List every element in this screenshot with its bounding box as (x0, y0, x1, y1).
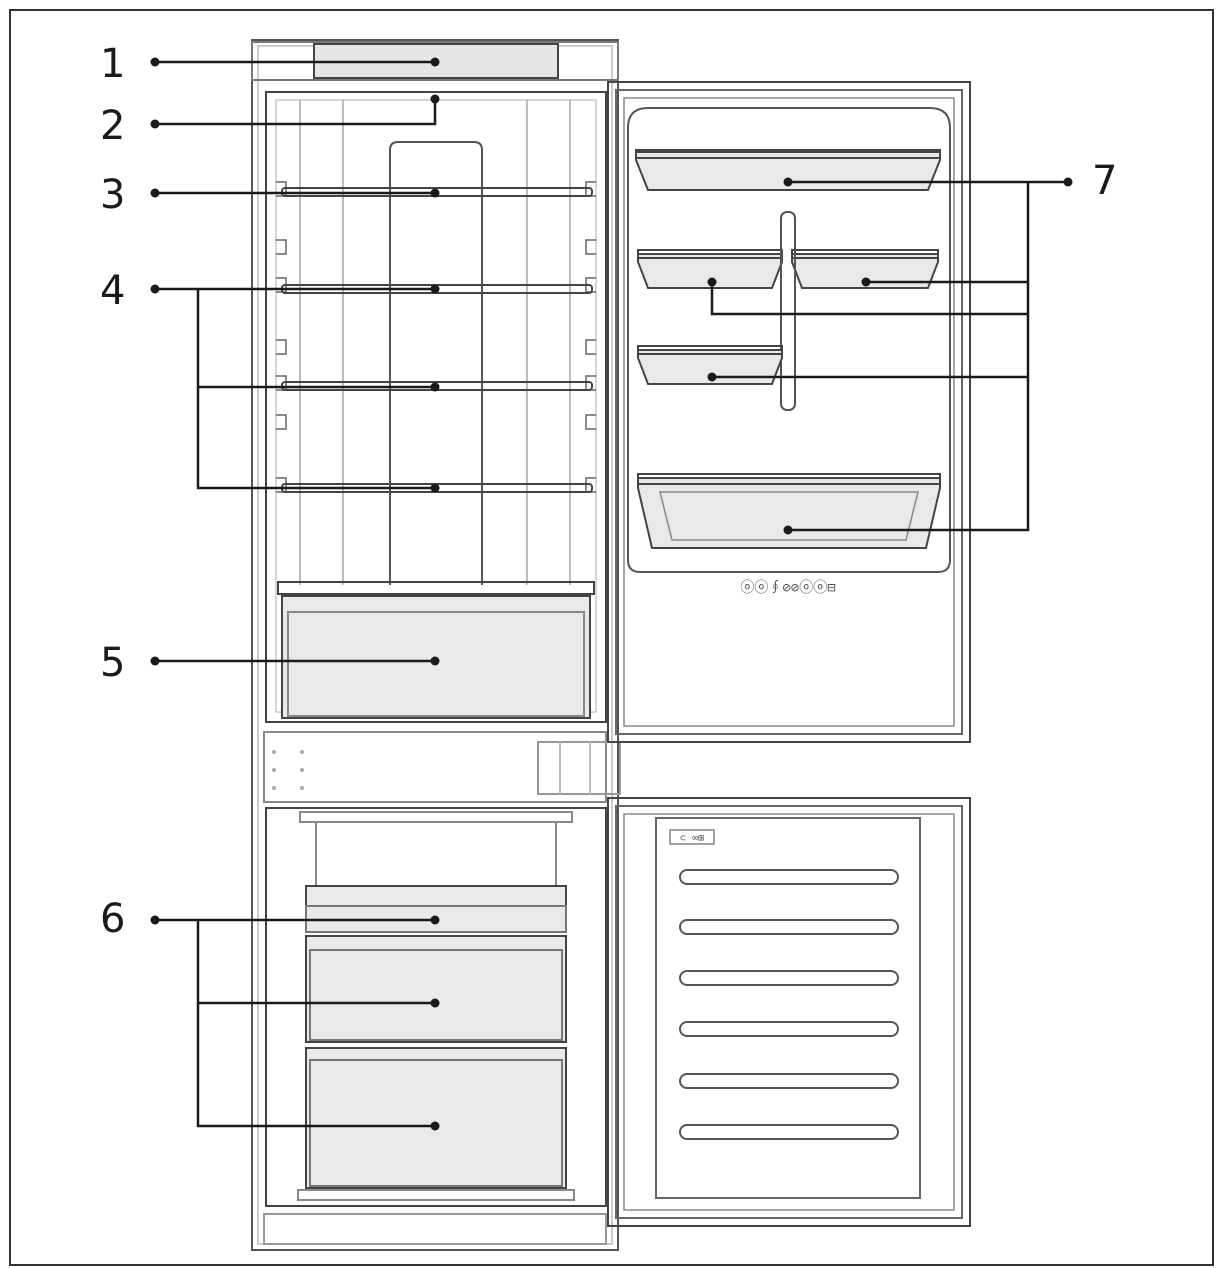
callout-4: 4 (100, 268, 125, 314)
crisper-cover (277, 581, 595, 595)
freezer-door-label: ⊂ ∞⊞ (680, 833, 704, 844)
freezer-door-label-box (669, 829, 715, 845)
callout-5: 5 (100, 640, 125, 686)
freezer-door: ⊂ ∞⊞ (607, 797, 971, 1227)
hinge-block (537, 741, 621, 795)
callout-6: 6 (100, 896, 125, 942)
leader-lines (155, 60, 1068, 1128)
callout-7: 7 (1092, 158, 1117, 204)
fridge-cabinet (251, 39, 621, 1251)
fridge-compartment (265, 91, 607, 723)
freezer-door-liner (655, 817, 921, 1199)
shelf-supports-left (276, 181, 287, 493)
crisper-drawer-front (287, 611, 585, 717)
freezer-top-rail (299, 811, 573, 823)
bottom-plinth (263, 1213, 607, 1245)
leader-dots (150, 57, 1073, 1131)
shelf-supports-right (585, 181, 596, 493)
divider-dots (272, 750, 304, 790)
leader-4c (196, 289, 435, 490)
cabinet-outline (251, 39, 619, 1251)
freezer-drawer-2 (305, 935, 567, 1043)
freezer-door-ribs (679, 869, 899, 1140)
leader-7d (788, 182, 1030, 532)
door-marking: ⓞⓞ∮⊘⊘ⓞⓞ⊟ (740, 580, 836, 596)
callout-numbers: 1 2 3 4 5 6 7 (100, 41, 1117, 942)
callout-1: 1 (100, 41, 125, 87)
fridge-door-outline (607, 81, 971, 743)
leader-6c (196, 920, 435, 1128)
leader-7c (710, 282, 1028, 316)
callout-3: 3 (100, 172, 125, 218)
callout-2: 2 (100, 103, 125, 149)
diagram-frame (9, 9, 1214, 1266)
glass-shelves (281, 187, 593, 493)
fridge-door-gasket (615, 89, 963, 735)
bin-divider-rail (780, 211, 796, 411)
leader-2 (155, 99, 437, 126)
air-channel (389, 141, 483, 585)
freezer-bottom-rail (297, 1189, 575, 1201)
door-liner (627, 107, 951, 573)
freezer-drawer-3 (305, 1047, 567, 1189)
freezer-drawer-1 (305, 885, 567, 933)
back-wall-ribs (299, 100, 571, 585)
freezer-door-outline (607, 797, 971, 1227)
middle-divider (263, 731, 607, 803)
freezer-compartment (265, 807, 607, 1207)
door-bin-bottle (637, 477, 941, 549)
